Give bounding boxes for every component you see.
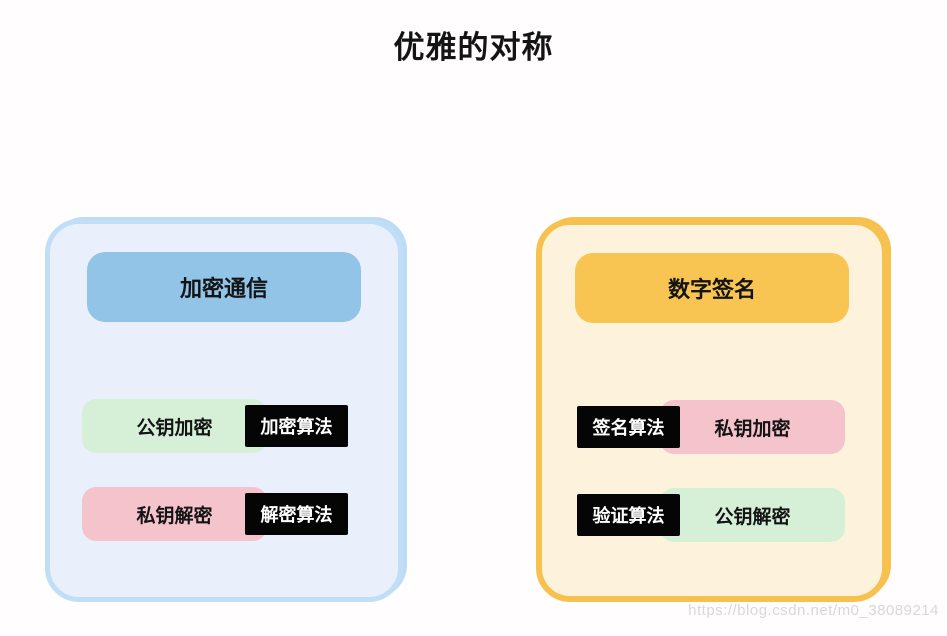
label-signature-algorithm: 签名算法	[577, 406, 680, 448]
panel-encrypted-communication: 加密通信 公钥加密 加密算法 私钥解密 解密算法	[45, 219, 403, 602]
panel-header-digital-signature: 数字签名	[575, 253, 849, 323]
pill-public-key-encrypt: 公钥加密	[82, 399, 267, 453]
panel-digital-signature: 数字签名 签名算法 私钥加密 验证算法 公钥解密	[536, 219, 888, 602]
pill-public-key-decrypt: 公钥解密	[660, 488, 845, 542]
label-verification-algorithm: 验证算法	[577, 494, 680, 536]
panel-header-encrypted-communication: 加密通信	[87, 252, 361, 322]
label-encryption-algorithm: 加密算法	[245, 405, 348, 447]
pill-private-key-decrypt: 私钥解密	[82, 487, 267, 541]
page-title: 优雅的对称	[393, 30, 554, 65]
pill-private-key-encrypt: 私钥加密	[660, 400, 845, 454]
label-decryption-algorithm: 解密算法	[245, 493, 348, 535]
watermark: https://blog.csdn.net/m0_38089214	[688, 602, 939, 619]
